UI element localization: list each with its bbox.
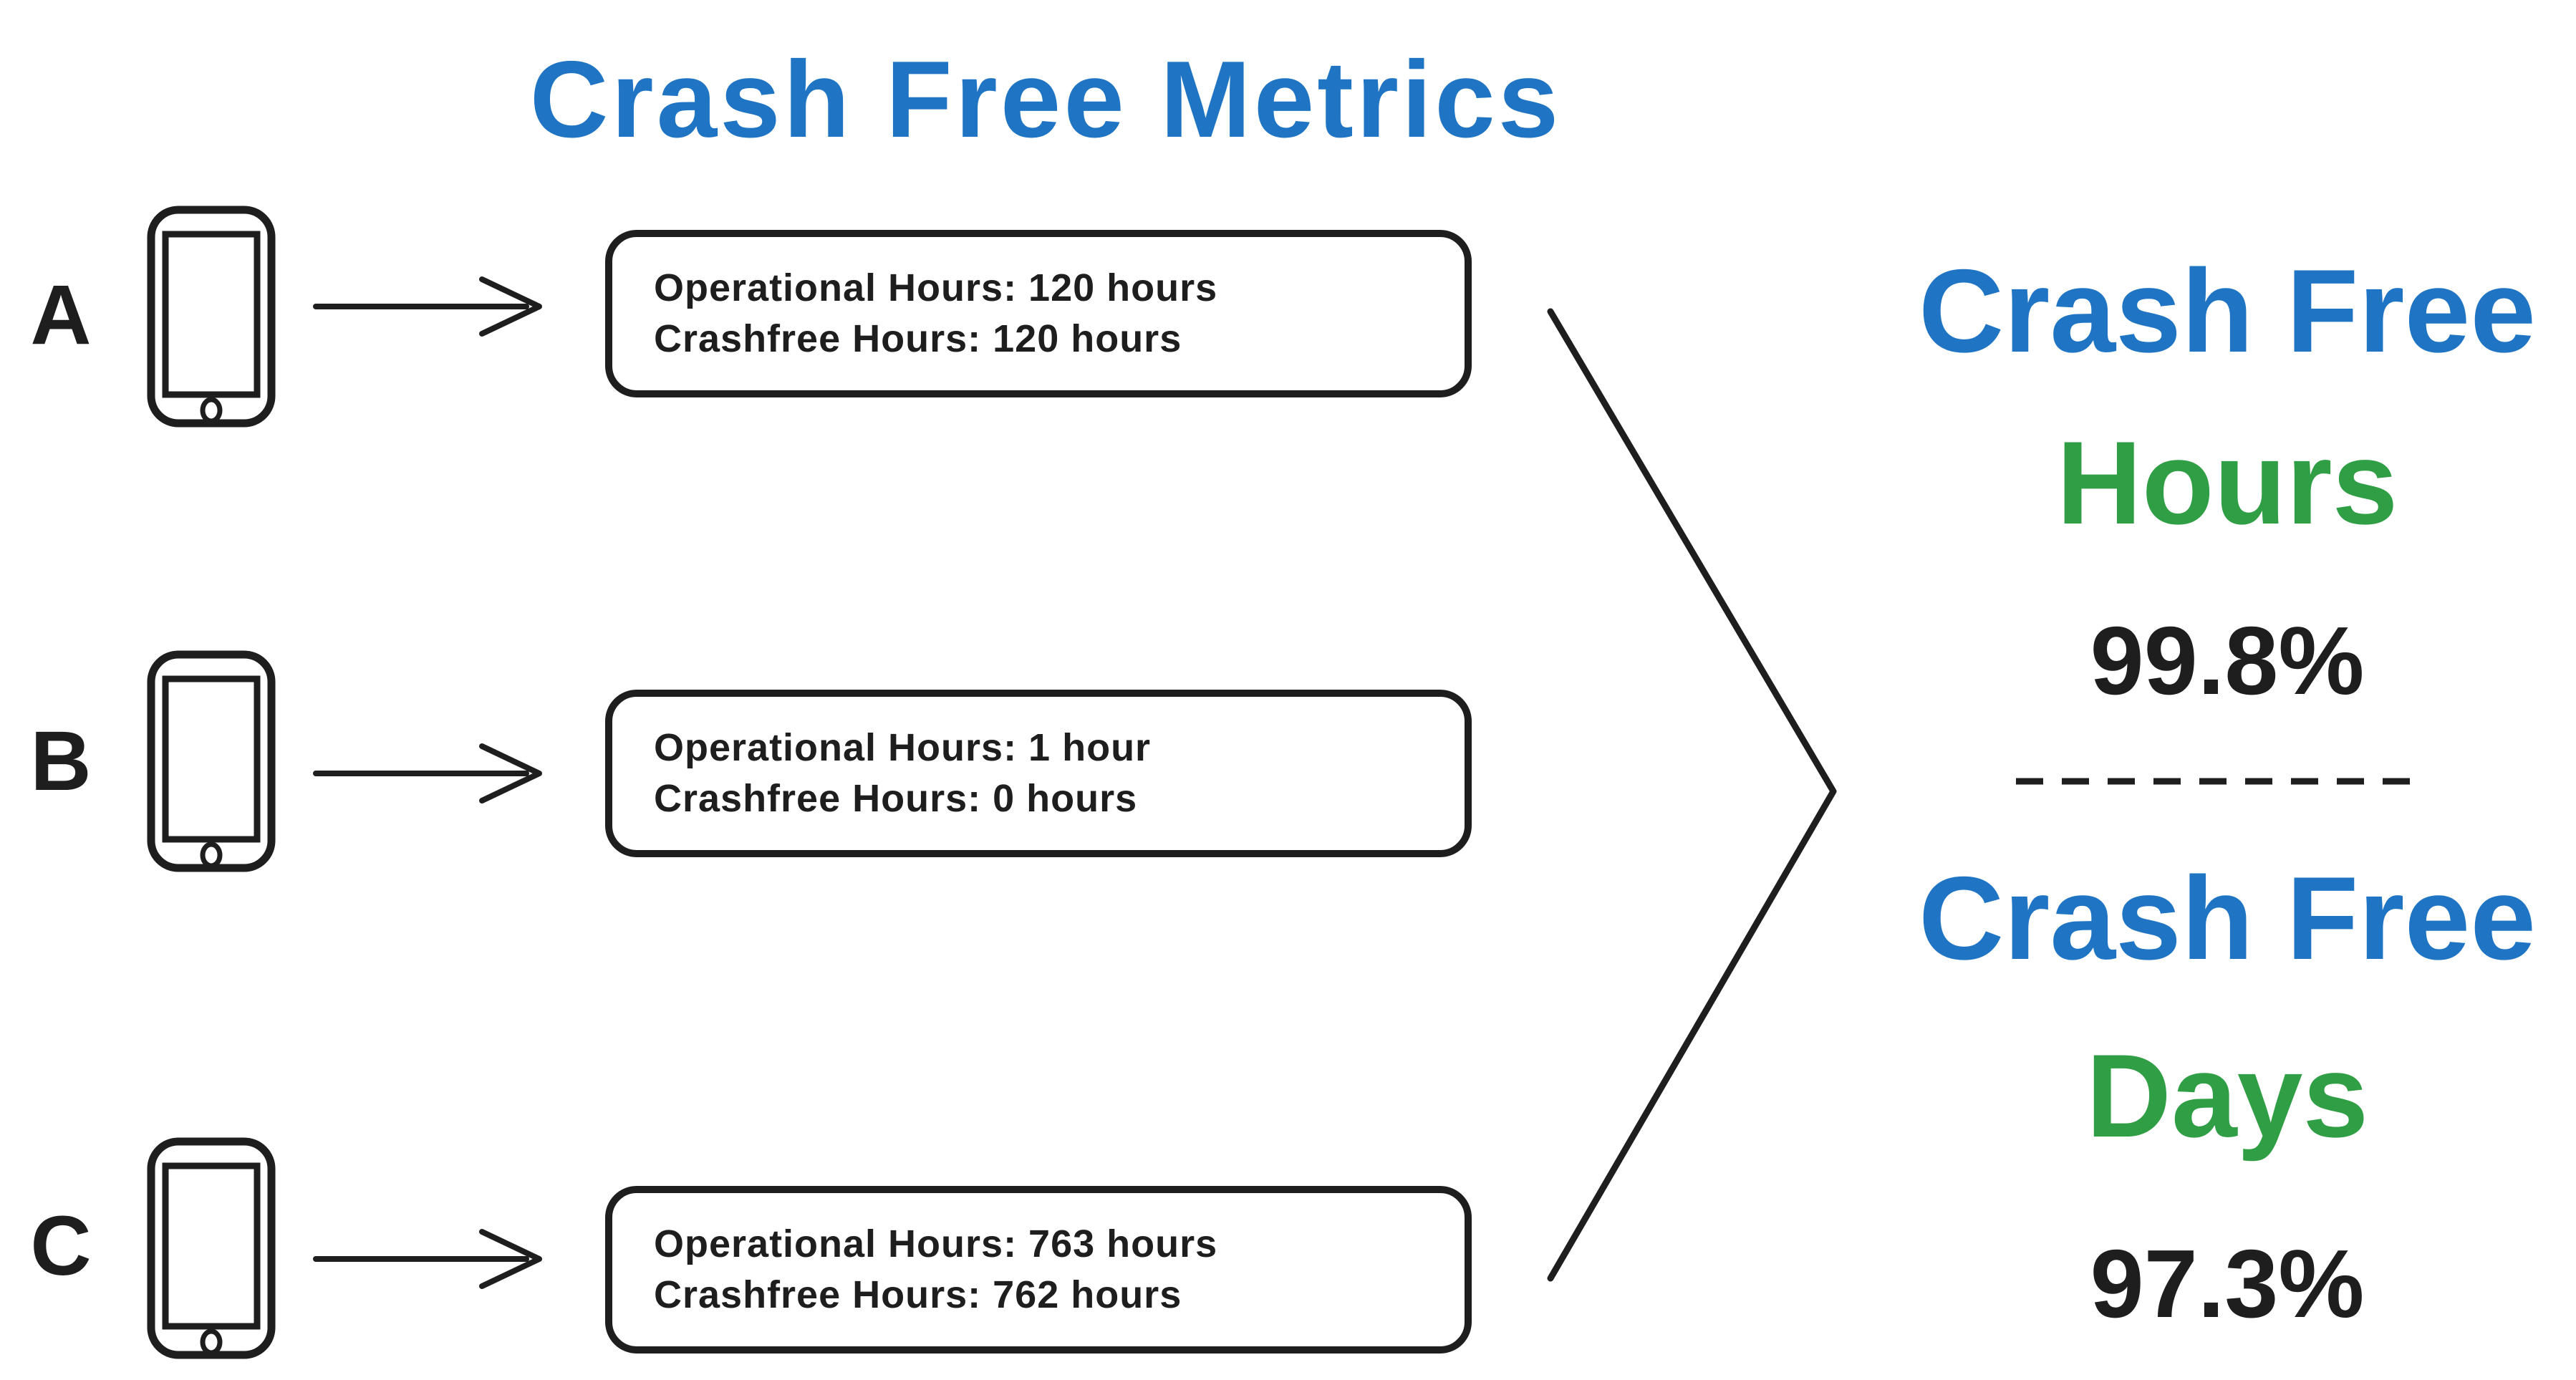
operational-hours-text: Operational Hours: 1 hour [654, 725, 1152, 769]
diagram-title: Crash Free Metrics [529, 39, 1562, 160]
phone-icon [147, 1137, 276, 1359]
phone-icon [147, 206, 276, 428]
crash-free-days-title-line2: Days [2085, 1030, 2369, 1162]
phone-icon [147, 650, 276, 872]
operational-hours-text: Operational Hours: 120 hours [654, 266, 1218, 309]
results-panel: Crash Free Hours 99.8% Crash Free Days 9… [1876, 0, 2576, 1380]
crash-free-days-title-line1: Crash Free [1918, 852, 2537, 984]
arrow-right-icon [313, 276, 542, 337]
arrow-right-icon [313, 1229, 542, 1289]
arrow-right-icon [313, 743, 542, 804]
metrics-box-a: Operational Hours: 120 hours Crashfree H… [605, 230, 1472, 397]
operational-hours-text: Operational Hours: 763 hours [654, 1222, 1218, 1265]
dashed-divider [2016, 778, 2424, 785]
crash-free-hours-title-line2: Hours [2056, 417, 2398, 549]
metrics-box-c: Operational Hours: 763 hours Crashfree H… [605, 1186, 1472, 1354]
device-label-b: B [30, 714, 92, 809]
crash-free-hours-title-line1: Crash Free [1918, 245, 2537, 377]
merge-chevron-icon [1547, 308, 1837, 1282]
device-label-c: C [30, 1199, 92, 1293]
crash-free-hours-value: 99.8% [2090, 607, 2365, 715]
crashfree-hours-text: Crashfree Hours: 120 hours [654, 317, 1182, 360]
crashfree-hours-text: Crashfree Hours: 0 hours [654, 777, 1138, 820]
crash-free-days-value: 97.3% [2090, 1230, 2365, 1338]
crashfree-hours-text: Crashfree Hours: 762 hours [654, 1273, 1182, 1316]
metrics-box-b: Operational Hours: 1 hour Crashfree Hour… [605, 690, 1472, 857]
device-label-a: A [30, 268, 92, 362]
